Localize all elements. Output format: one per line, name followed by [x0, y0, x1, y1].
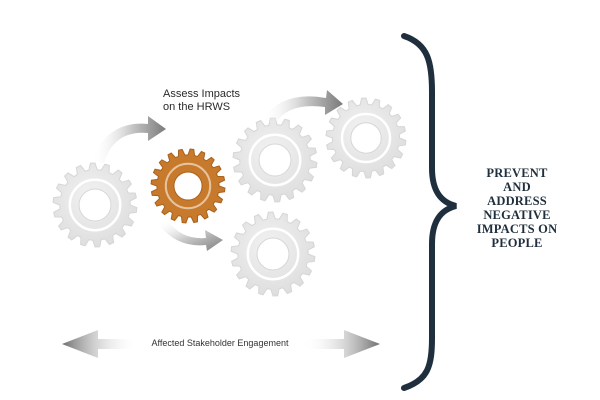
outcome-text: PREVENT AND ADDRESS NEGATIVE IMPACTS ON …	[462, 166, 572, 250]
outcome-line: AND	[503, 180, 531, 194]
gear-ring	[68, 178, 122, 232]
arrow-middle-to-right	[262, 90, 343, 124]
gear-middle-upper	[232, 117, 318, 203]
gear-ring	[248, 133, 302, 187]
arrow-left-to-center	[92, 116, 166, 163]
curly-brace	[401, 33, 457, 391]
gear-middle-lower	[230, 211, 316, 297]
gear-group	[52, 97, 407, 297]
outcome-line: PEOPLE	[491, 236, 543, 250]
gear-center-ring	[164, 162, 212, 210]
arrow-center-to-lower	[160, 221, 223, 251]
arrow-group	[92, 90, 343, 251]
engagement-arrow-left	[62, 330, 138, 358]
step-label-line: Assess Impacts	[163, 88, 241, 100]
outcome-line: PREVENT	[486, 166, 548, 180]
gear-center-orange	[150, 148, 226, 224]
gear-right-top	[325, 97, 407, 179]
engagement-arrow-right	[304, 330, 380, 358]
outcome-line: ADDRESS	[487, 194, 547, 208]
engagement-arrow	[62, 330, 380, 358]
step-label-assess-impacts: Assess Impacts on the HRWS	[163, 88, 263, 114]
step-label-line: on the HRWS	[163, 101, 231, 113]
engagement-label: Affected Stakeholder Engagement	[151, 338, 289, 348]
outcome-line: NEGATIVE	[483, 208, 551, 222]
outcome-line: IMPACTS ON	[476, 222, 558, 236]
gear-left	[52, 162, 138, 248]
gear-ring	[340, 112, 392, 164]
gear-ring	[246, 227, 300, 281]
